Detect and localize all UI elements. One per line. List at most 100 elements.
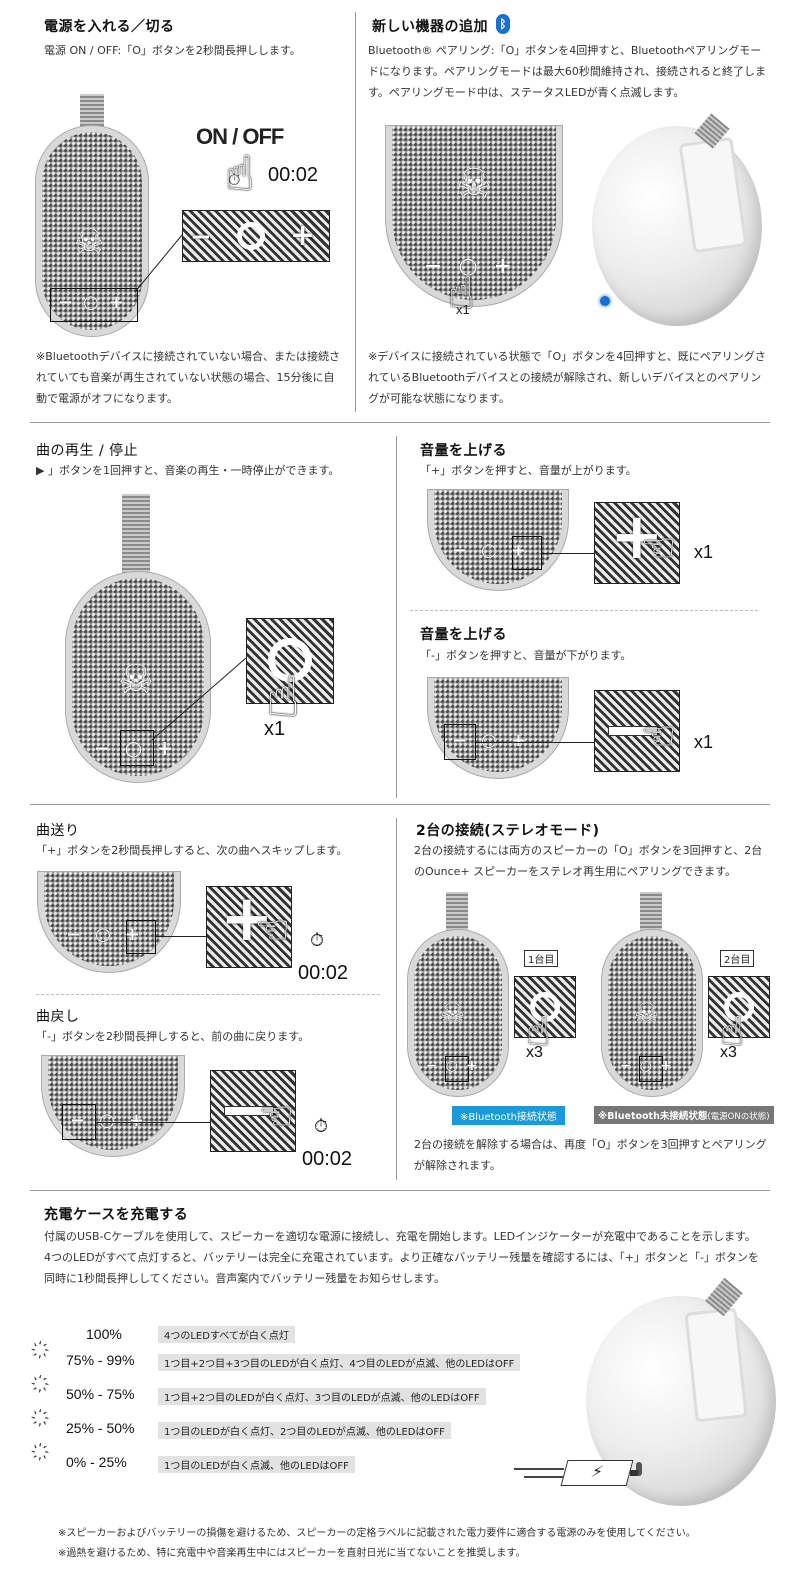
pairing-press-count: x1: [456, 302, 470, 317]
battery-status-tag: 1つ目のLEDが白く点滅、他のLEDはOFF: [158, 1456, 355, 1473]
stopwatch-icon: ⏱: [310, 930, 325, 951]
pointing-hand-icon: ☝: [255, 1103, 302, 1129]
pairing-title: 新しい機器の追加: [372, 19, 488, 35]
button-highlight-box: [445, 1056, 469, 1082]
pointing-hand-icon: ☝: [637, 535, 684, 561]
power-button-icon: ○: [83, 292, 99, 313]
volume-down-title: 音量を上げる: [420, 627, 507, 643]
battery-range: 100%: [86, 1326, 122, 1342]
speaker-buttons: − ○ +: [94, 736, 173, 760]
plus-button-icon: +: [510, 730, 526, 751]
first-device-label: 1台目: [524, 950, 559, 967]
play-desc: ▶ 」ボタンを1回押すと、音楽の再生・一時停止ができます。: [36, 464, 340, 477]
zoom-power-ring-icon: [237, 222, 265, 250]
divider-vertical-3: [396, 818, 397, 1180]
speaker-buttons: − ○ +: [620, 1058, 672, 1074]
plus-button-icon: +: [124, 924, 140, 945]
callout-line: [96, 1122, 210, 1123]
zoom-plus-icon: +: [290, 218, 316, 253]
plus-button-icon: +: [156, 736, 173, 760]
divider-vertical-2: [396, 436, 397, 798]
zoom-power-ring-icon: [268, 638, 312, 682]
button-highlight-box: [512, 536, 542, 570]
pointing-hand-icon: ☝: [720, 1009, 745, 1055]
speaker-closeup: [38, 872, 180, 972]
zoom-power-ring-icon: [724, 992, 754, 1022]
pointing-hand-icon: ☝: [266, 665, 301, 730]
battery-status-tag: 1つ目+2つ目のLEDが白く点灯、3つ目のLEDが点滅、他のLEDはOFF: [158, 1388, 486, 1405]
power-button-icon: ○: [95, 924, 111, 945]
speaker-body: [36, 126, 148, 336]
battery-status-tag: 1つ目のLEDが白く点灯、2つ目のLEDが点滅、他のLEDはOFF: [158, 1422, 451, 1439]
speaker-buttons: − ○ +: [426, 1058, 478, 1074]
battery-range: 75% - 99%: [66, 1352, 135, 1368]
pointing-hand-icon: ☝: [637, 723, 684, 749]
speaker-strap: [122, 494, 150, 578]
battery-status-tag: 4つのLEDすべてが白く点灯: [158, 1326, 295, 1343]
usb-c-port: [636, 1462, 642, 1476]
power-title: 電源を入れる／切る: [44, 19, 175, 35]
power-note: ※Bluetoothデバイスに接続されていない場合、または接続されていても音楽が…: [36, 350, 340, 405]
zoom-minus-icon: [224, 1106, 274, 1116]
stereo-press-count-1: x3: [526, 1044, 543, 1061]
zoom-panel: [246, 618, 334, 704]
battery-status-tag: 1つ目+2つ目+3つ目のLEDが白く点灯、4つ目のLEDが点滅、他のLEDはOF…: [158, 1354, 521, 1371]
button-highlight-box: [120, 730, 154, 766]
stereo-press-count-2: x3: [720, 1044, 737, 1061]
skull-logo-icon: ☠: [74, 222, 105, 262]
led-blink-icon: [600, 296, 610, 306]
battery-range: 0% - 25%: [66, 1454, 127, 1470]
minus-button-icon: −: [66, 924, 82, 945]
plus-button-icon: +: [493, 254, 513, 279]
skull-logo-icon: ☠: [440, 997, 466, 1030]
charging-desc: 付属のUSB-Cケーブルを使用して、スピーカーを適切な電源に接続し、充電を開始し…: [44, 1230, 759, 1285]
power-button-icon: ○: [445, 1058, 458, 1074]
skull-logo-icon: ☠: [634, 997, 660, 1030]
pointing-hand-icon: ☝: [526, 1009, 551, 1055]
pointing-hand-icon: ☝: [251, 917, 298, 943]
volume-up-press-count: x1: [694, 542, 714, 562]
minus-button-icon: −: [424, 254, 443, 279]
divider-dashed-1: [410, 610, 758, 611]
pointing-hand-icon: ☝: [225, 146, 255, 202]
minus-button-icon: −: [70, 1110, 86, 1131]
volume-down-desc: 「-」ボタンを押すと、音量が下がります。: [420, 649, 632, 662]
charging-title: 充電ケースを充電する: [44, 1207, 189, 1223]
speaker-closeup: [428, 490, 568, 590]
divider-h-2: [30, 804, 770, 805]
back-title: 曲戻し: [36, 1009, 80, 1025]
battery-range: 50% - 75%: [66, 1386, 135, 1402]
zoom-minus-icon: −: [190, 222, 212, 252]
divider-vertical-1: [355, 12, 356, 412]
disconnected-status-badge: ※Bluetooth未接続状態(電源ONの状態): [594, 1106, 774, 1124]
speaker-buttons: − ○ +: [66, 924, 140, 945]
usb-c-connector: [630, 1470, 638, 1476]
speaker-body: [408, 930, 508, 1096]
plus-button-icon: +: [108, 292, 124, 313]
callout-line: [476, 742, 594, 743]
stereo-title: 2台の接続(ステレオモード): [416, 823, 600, 839]
battery-range: 25% - 50%: [66, 1420, 135, 1436]
lightning-icon: ⚡: [560, 1460, 634, 1486]
disconnected-status-rest: (電源ONの状態): [707, 1112, 770, 1122]
button-highlight-box: [444, 724, 476, 760]
led-blink-icon: ҉: [44, 1446, 50, 1461]
led-blink-icon: ҉: [44, 1378, 50, 1393]
pairing-note: ※デバイスに接続されている状態で「O」ボタンを4回押すと、既にペアリングされてい…: [368, 350, 766, 405]
back-desc: 「-」ボタンを2秒間長押しすると、前の曲に戻ります。: [36, 1030, 310, 1043]
skip-desc: 「+」ボタンを2秒間長押しすると、次の曲へスキップします。: [36, 844, 348, 857]
play-title: 曲の再生 / 停止: [36, 443, 139, 459]
speaker-strap: [446, 892, 468, 936]
stereo-note: 2台の接続を解除する場合は、再度「O」ボタンを3回押すとペアリングが解除されます…: [414, 1138, 767, 1172]
power-button-icon: ○: [99, 1110, 115, 1131]
volume-up-title: 音量を上げる: [420, 443, 507, 459]
footnote-1: ※スピーカーおよびバッテリーの損傷を避けるため、スピーカーの定格ラベルに記載され…: [58, 1528, 696, 1539]
power-button-icon: ○: [458, 254, 478, 279]
speaker-strap: [640, 892, 662, 936]
zoom-plus-icon: +: [220, 882, 274, 956]
minus-button-icon: −: [58, 292, 74, 313]
connected-status-badge: ※Bluetooth接続状態: [452, 1106, 565, 1125]
stopwatch-icon: ⏱: [228, 170, 241, 189]
speaker-closeup: [42, 1056, 184, 1156]
zoom-panel: [708, 976, 770, 1038]
